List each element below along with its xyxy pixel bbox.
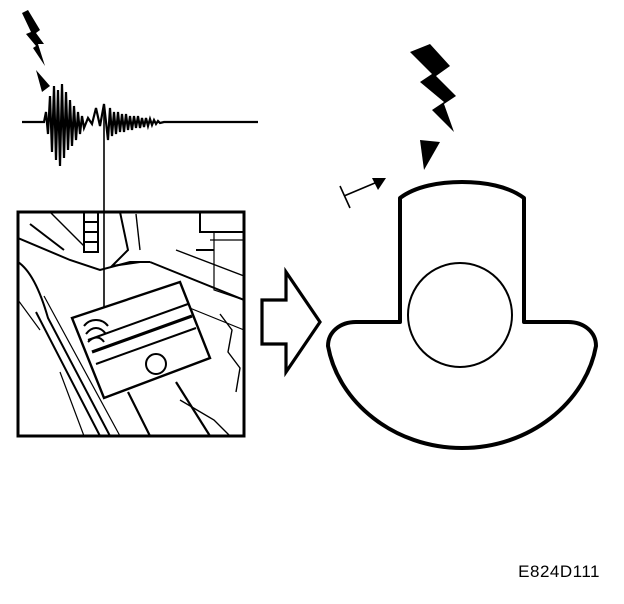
hollow-right-arrow-icon [260,266,322,378]
component-cross-section [326,180,598,450]
figure-code-label: E824D111 [518,562,600,581]
right-lightning-bolt-icon [410,44,456,170]
engine-cutaway-illustration [16,210,246,438]
gap-dimension-marker [339,178,386,209]
knock-waveform [22,83,258,167]
center-bore [407,262,513,368]
left-lightning-bolt-icon [22,10,50,92]
cutaway-frame [16,210,246,438]
